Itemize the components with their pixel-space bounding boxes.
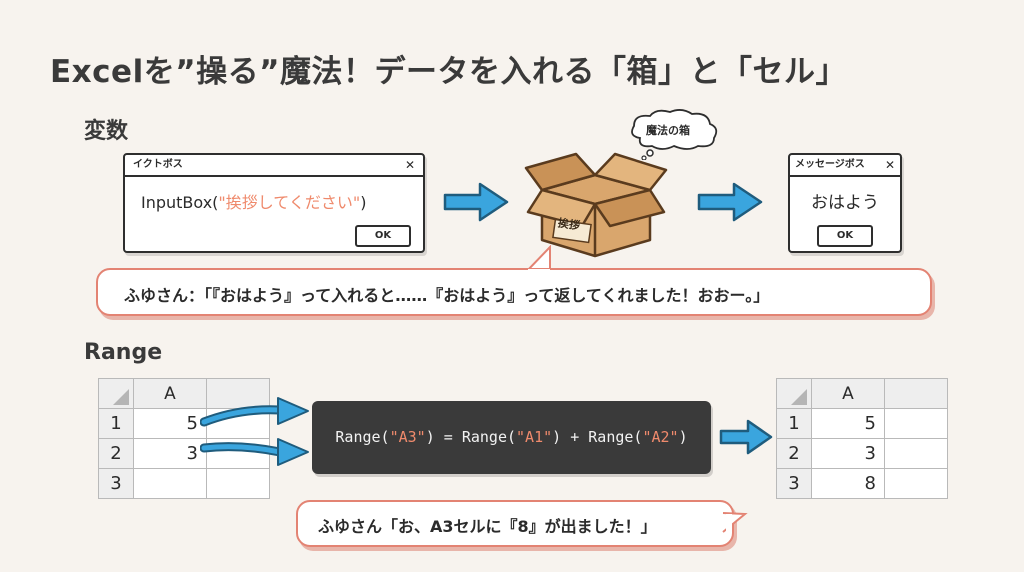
code-text: ) = Range( <box>425 428 517 446</box>
code-block: Range("A3") = Range("A1") + Range("A2") <box>312 401 711 474</box>
code-string: "挨拶してください" <box>218 193 361 212</box>
cell-a2[interactable]: 3 <box>811 438 885 469</box>
section-heading-variable: 変数 <box>84 119 129 144</box>
input-dialog-code: InputBox("挨拶してください") <box>141 189 366 213</box>
row-header[interactable]: 2 <box>98 438 134 469</box>
cell-a1[interactable]: 5 <box>811 408 885 439</box>
close-icon[interactable]: ✕ <box>884 158 895 172</box>
arrow-right-icon <box>719 419 773 455</box>
magic-box-icon <box>524 152 668 258</box>
cell-blank[interactable] <box>884 438 948 469</box>
code-string: "A2" <box>642 428 679 446</box>
code-string: "A1" <box>516 428 553 446</box>
bubble-text: ふゆさん：「『おはよう』って入れると……『おはよう』って返してくれました！おおー… <box>124 286 770 305</box>
row-header[interactable]: 2 <box>776 438 812 469</box>
curved-arrow-icon <box>200 397 309 466</box>
page-title: Excelを”操る”魔法！データを入れる「箱」と「セル」 <box>50 54 847 90</box>
select-all-corner[interactable] <box>776 378 812 409</box>
close-icon[interactable]: ✕ <box>404 158 415 172</box>
cell-a1[interactable]: 5 <box>133 408 207 439</box>
cell-a3[interactable] <box>133 468 207 499</box>
arrow-right-icon <box>443 182 509 222</box>
input-dialog-title: イクトボス <box>133 159 183 170</box>
cell-blank[interactable] <box>884 468 948 499</box>
code-text: InputBox( <box>141 193 219 212</box>
message-dialog-title: メッセージボス <box>795 159 865 170</box>
row-header[interactable]: 1 <box>98 408 134 439</box>
input-dialog-titlebar: イクトボス ✕ <box>125 155 423 177</box>
spreadsheet-after: A 1 5 2 3 3 8 <box>776 378 948 499</box>
bubble-text: ふゆさん「お、A3セルに『8』が出ました！」 <box>318 517 657 536</box>
row-header[interactable]: 1 <box>776 408 812 439</box>
code-text: Range( <box>335 428 390 446</box>
column-header-a[interactable]: A <box>133 378 207 409</box>
bubble-tail-cover <box>726 514 732 532</box>
speech-bubble: ふゆさん「お、A3セルに『8』が出ました！」 <box>296 500 734 547</box>
row-header[interactable]: 3 <box>98 468 134 499</box>
section-heading-range: Range <box>84 340 163 365</box>
cell-blank[interactable] <box>884 408 948 439</box>
message-dialog: メッセージボス ✕ おはよう OK <box>788 153 902 253</box>
thought-label: 魔法の箱 <box>646 124 690 137</box>
bubble-tail-cover <box>528 269 550 272</box>
ok-button[interactable]: OK <box>355 225 411 247</box>
code-text: ) <box>360 193 367 212</box>
column-header-blank[interactable] <box>884 378 948 409</box>
code-string: "A3" <box>389 428 426 446</box>
cell-a3[interactable]: 8 <box>811 468 885 499</box>
code-text: ) + Range( <box>552 428 643 446</box>
message-dialog-titlebar: メッセージボス ✕ <box>790 155 900 177</box>
code-text: ) <box>678 428 688 446</box>
speech-bubble: ふゆさん：「『おはよう』って入れると……『おはよう』って返してくれました！おおー… <box>96 268 932 316</box>
column-header-a[interactable]: A <box>811 378 885 409</box>
row-header[interactable]: 3 <box>776 468 812 499</box>
box-tag-label: 挨拶 <box>557 216 581 233</box>
cell-a2[interactable]: 3 <box>133 438 207 469</box>
bubble-tail <box>525 245 551 273</box>
arrow-right-icon <box>697 182 763 222</box>
thought-cloud-icon <box>631 109 718 160</box>
cell-blank[interactable] <box>206 468 270 499</box>
input-dialog: イクトボス ✕ InputBox("挨拶してください") OK <box>123 153 425 253</box>
ok-button[interactable]: OK <box>817 225 873 247</box>
message-text: おはよう <box>811 193 879 213</box>
select-all-corner[interactable] <box>98 378 134 409</box>
